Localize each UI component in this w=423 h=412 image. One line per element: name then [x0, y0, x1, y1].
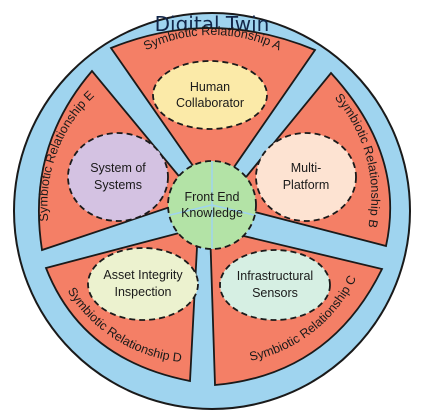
- node-d-line2: Inspection: [115, 285, 172, 299]
- center-line2: Knowledge: [181, 206, 243, 220]
- center-node: [167, 160, 257, 250]
- node-multi-platform: [255, 132, 357, 222]
- node-e-line2: Systems: [94, 178, 142, 192]
- node-b-line1: Multi-: [291, 161, 322, 175]
- node-d-line1: Asset Integrity: [103, 268, 183, 282]
- node-e-line1: System of: [90, 161, 146, 175]
- node-a-line2: Collaborator: [176, 96, 244, 110]
- node-c-line2: Sensors: [252, 286, 298, 300]
- node-a-line1: Human: [190, 80, 230, 94]
- node-human-collaborator: [152, 60, 268, 130]
- node-infrastructural-sensors: [219, 249, 331, 321]
- node-c-line1: Infrastructural: [237, 269, 313, 283]
- node-b-line2: Platform: [283, 178, 330, 192]
- center-line1: Front End: [185, 190, 240, 204]
- node-asset-integrity-inspection: [87, 247, 199, 321]
- node-system-of-systems: [67, 132, 169, 222]
